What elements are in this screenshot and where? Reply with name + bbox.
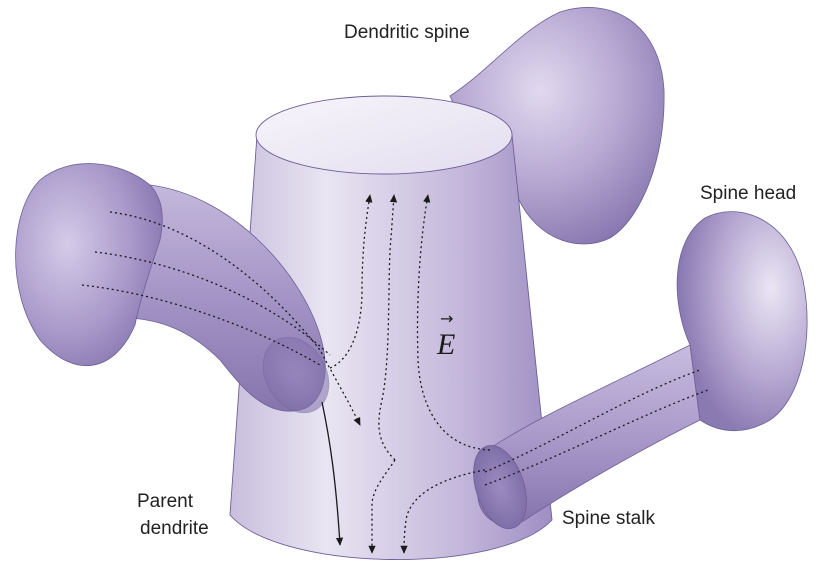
parent-dendrite-label-line1: Parent — [137, 491, 194, 512]
left-spine-head — [16, 164, 163, 366]
vector-arrow: → — [440, 309, 453, 328]
spine-head-label: Spine head — [700, 183, 796, 204]
dendritic-spine-label: Dendritic spine — [344, 22, 470, 43]
parent-dendrite-label-line2: dendrite — [140, 518, 209, 539]
dendrite-top-surface — [256, 96, 512, 174]
electric-field-label: E — [436, 328, 455, 361]
spine-stalk-label: Spine stalk — [562, 508, 655, 529]
